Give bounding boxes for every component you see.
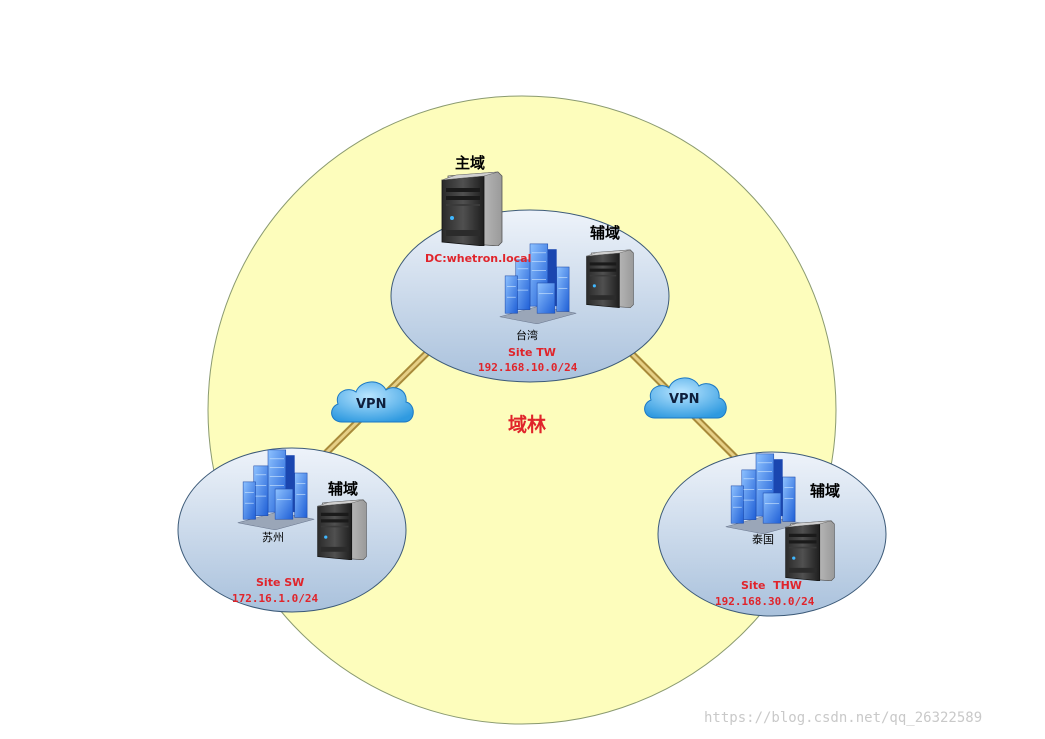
server-tower-icon — [317, 499, 367, 560]
primary-domain-label: 主域 — [455, 154, 486, 172]
site-sw-ellipse — [177, 447, 407, 613]
city-label-thw: 泰国 — [752, 533, 774, 546]
server-tower-icon — [785, 520, 835, 581]
server-tower-icon — [586, 249, 634, 309]
site-name-tw: Site TW — [508, 346, 556, 359]
watermark: https://blog.csdn.net/qq_26322589 — [704, 710, 983, 726]
city-label-tw: 台湾 — [516, 329, 538, 342]
secondary-domain-label-tw: 辅域 — [590, 224, 621, 242]
subnet-thw: 192.168.30.0/24 — [715, 595, 815, 608]
forest-label: 域林 — [508, 414, 547, 436]
primary-dc-label: DC:whetron.local — [425, 252, 532, 265]
vpn-label-left: VPN — [356, 397, 387, 412]
server-tower-icon — [441, 171, 503, 246]
secondary-domain-label-sw: 辅域 — [328, 480, 359, 498]
site-name-sw: Site SW — [256, 576, 305, 589]
subnet-tw: 192.168.10.0/24 — [478, 361, 578, 374]
vpn-label-right: VPN — [669, 392, 700, 407]
secondary-domain-label-thw: 辅域 — [810, 482, 841, 500]
site-name-thw: Site THW — [741, 579, 802, 592]
city-label-sw: 苏州 — [262, 531, 284, 544]
subnet-sw: 172.16.1.0/24 — [232, 592, 319, 605]
